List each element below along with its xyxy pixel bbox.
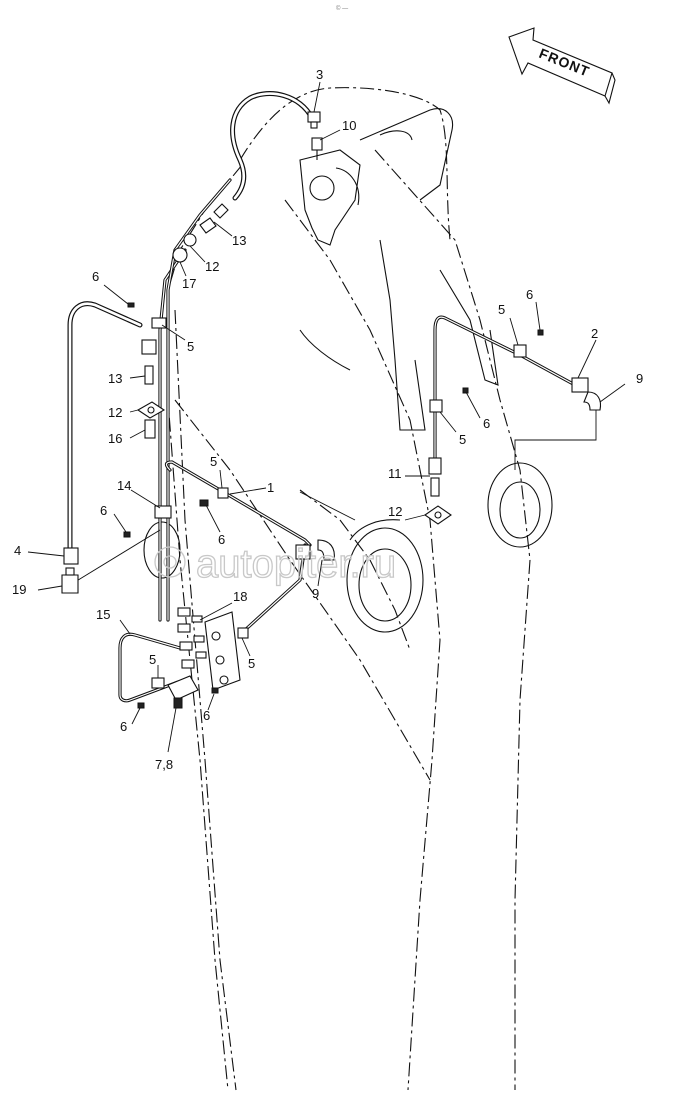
hose-left [67, 301, 143, 553]
front-arrow: FRONT [508, 27, 616, 105]
callout-13: 13 [232, 233, 246, 248]
callout-5: 5 [248, 656, 255, 671]
washer-12-left [136, 401, 166, 419]
leader-lines [69, 410, 597, 586]
callout-13: 13 [108, 371, 122, 386]
clamp-5-top [127, 302, 167, 329]
clamp-5-loop [137, 677, 219, 709]
callout-6: 6 [92, 269, 99, 284]
callout-2: 2 [591, 326, 598, 341]
fitting-13-left [141, 339, 157, 385]
callout-6: 6 [483, 416, 490, 431]
callout-7-8: 7,8 [155, 757, 173, 772]
callout-12: 12 [205, 259, 219, 274]
pipe-loop [118, 632, 182, 703]
boom-boss-left [346, 519, 424, 633]
callout-6: 6 [100, 503, 107, 518]
washer-12-mid [424, 505, 452, 525]
elbow-9-right [571, 377, 602, 411]
boom-boss-right [487, 462, 553, 548]
boom-outline [167, 87, 531, 1091]
callout-11: 11 [388, 466, 402, 481]
callout-5: 5 [187, 339, 194, 354]
callout-5: 5 [459, 432, 466, 447]
fitting-16 [144, 419, 156, 439]
watermark: autopiter.ru [154, 541, 397, 587]
small-mark: © — [336, 5, 348, 12]
fitting-10 [311, 137, 323, 160]
clamp-5-manifold [237, 627, 249, 639]
manifold-block [177, 607, 241, 691]
fitting-3 [307, 111, 321, 129]
callout-6: 6 [120, 719, 127, 734]
boom-foot [299, 108, 499, 431]
callout-16: 16 [108, 431, 122, 446]
clamp-5-right [513, 329, 544, 358]
clamp-14 [123, 505, 172, 538]
pipe-right [433, 315, 577, 462]
callout-17: 17 [182, 276, 196, 291]
callout-12: 12 [108, 405, 122, 420]
elbow-19 [61, 567, 79, 594]
callout-5: 5 [210, 454, 217, 469]
callout-10: 10 [342, 118, 356, 133]
callout-9: 9 [636, 371, 643, 386]
callout-9: 9 [312, 586, 319, 601]
callout-6: 6 [203, 708, 210, 723]
fitting-4 [63, 547, 79, 565]
callout-6: 6 [218, 532, 225, 547]
fitting-17 [172, 247, 188, 263]
callout-15: 15 [96, 607, 110, 622]
callout-18: 18 [233, 589, 247, 604]
switch-7-8 [167, 675, 199, 709]
callout-19: 19 [12, 582, 26, 597]
watermark-text: autopiter.ru [196, 542, 396, 586]
fitting-13-top [199, 203, 229, 234]
callout-leaders [27, 81, 626, 753]
callout-labels: 3 10 13 12 17 6 5 13 12 16 5 6 2 9 5 6 5… [12, 67, 643, 772]
clamp-5-mid [429, 387, 469, 413]
callout-14: 14 [117, 478, 131, 493]
fitting-11 [428, 457, 442, 497]
callout-5: 5 [498, 302, 505, 317]
callout-4: 4 [14, 543, 21, 558]
clamp-5-center [199, 487, 229, 507]
callout-3: 3 [316, 67, 323, 82]
elbow-9-center [295, 539, 335, 561]
callout-5: 5 [149, 652, 156, 667]
callout-12: 12 [388, 504, 402, 519]
callout-1: 1 [267, 480, 274, 495]
callout-6: 6 [526, 287, 533, 302]
fitting-12-top [183, 233, 197, 247]
